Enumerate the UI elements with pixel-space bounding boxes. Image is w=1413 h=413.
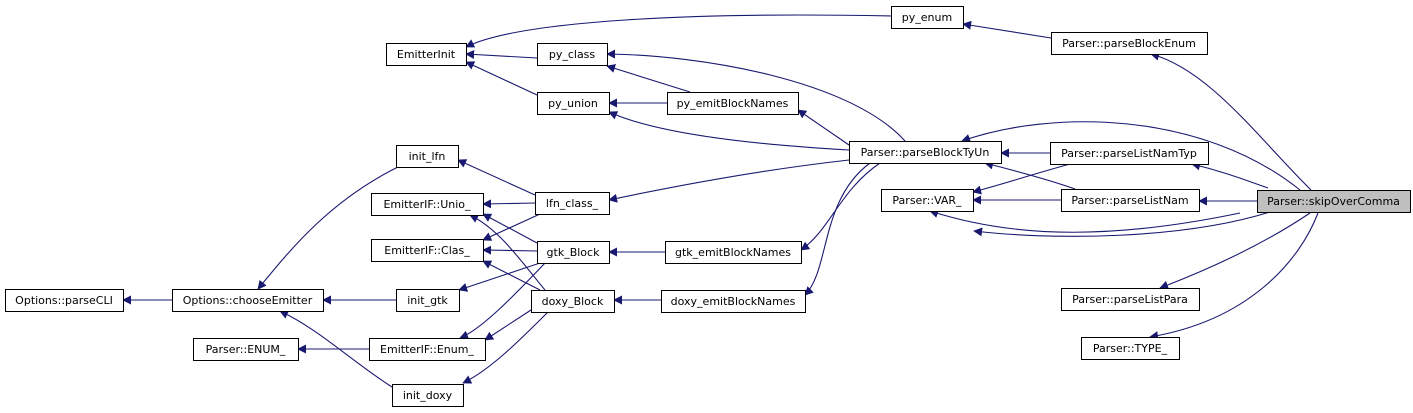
edge-py_emitBlockNames-to-py_class <box>606 64 691 93</box>
edge-init_lfn-to-chooseEmitter <box>257 165 401 290</box>
node-label: doxy_emitBlockNames <box>671 295 796 308</box>
node-chooseemitter[interactable]: Options::chooseEmitter <box>172 289 324 312</box>
edge-py_enum-to-EmitterInit <box>465 14 892 48</box>
node-gtk-emitblocknames[interactable]: gtk_emitBlockNames <box>665 241 802 264</box>
edge-skipOverComma-to-VAR_ <box>929 209 1271 237</box>
node-label: Parser::ENUM_ <box>206 343 286 356</box>
edge-skipOverComma-to-parseBlockTyUn <box>961 121 1301 191</box>
node-type[interactable]: Parser::TYPE_ <box>1081 337 1180 360</box>
edge-gtk_Block-to-init_gtk <box>458 262 541 292</box>
node-parseblocktyun[interactable]: Parser::parseBlockTyUn <box>849 141 1002 164</box>
edge-lfn_class_-to-EmitterIF_Clas_ <box>482 213 541 241</box>
edge-skipOverComma-to-parseBlockEnum <box>1150 51 1312 191</box>
node-doxy-block[interactable]: doxy_Block <box>531 290 615 313</box>
edge-parseListNamTyp-to-VAR_ <box>972 163 1071 195</box>
node-label: Parser::parseListNam <box>1071 194 1188 207</box>
edges-layer <box>122 14 1319 388</box>
node-parselistpara[interactable]: Parser::parseListPara <box>1061 288 1200 311</box>
node-enum[interactable]: Parser::ENUM_ <box>193 338 299 361</box>
node-parselistnam[interactable]: Parser::parseListNam <box>1061 189 1200 212</box>
node-py-union[interactable]: py_union <box>537 92 610 115</box>
edge-gtk_Block-to-EmitterIF_Enum_ <box>459 262 546 340</box>
node-init-lfn[interactable]: init_lfn <box>396 145 459 168</box>
edge-doxy_Block-to-init_doxy <box>462 311 549 384</box>
edge-gtk_Block-to-EmitterIF_Clas_ <box>482 245 538 255</box>
node-init-doxy[interactable]: init_doxy <box>392 384 464 407</box>
node-label: doxy_Block <box>542 295 604 308</box>
edge-init_doxy-to-chooseEmitter <box>279 310 393 388</box>
edge-parseBlockTyUn-to-lfn_class_ <box>608 159 850 203</box>
node-emitterif-clas[interactable]: EmitterIF::Clas_ <box>371 239 484 262</box>
node-label: EmitterInit <box>397 48 456 61</box>
edge-parseBlockTyUn-to-doxy_emitBlockNames <box>804 162 871 296</box>
edge-doxy_Block-to-EmitterIF_Clas_ <box>482 260 541 291</box>
node-skipovercomma[interactable]: Parser::skipOverComma <box>1257 190 1411 213</box>
edge-py_class-to-EmitterInit <box>465 49 538 59</box>
edge-parseBlockTyUn-to-py_class <box>606 49 906 142</box>
node-lfn-class[interactable]: lfn_class_ <box>535 192 610 215</box>
node-parseblockenum[interactable]: Parser::parseBlockEnum <box>1051 32 1208 55</box>
node-label: EmitterIF::Enum_ <box>380 343 474 356</box>
edge-doxy_Block-to-EmitterIF_Unio_ <box>469 214 546 291</box>
node-emitterinit[interactable]: EmitterInit <box>386 43 467 66</box>
node-label: py_class <box>549 48 596 61</box>
edge-lfn_class_-to-EmitterIF_Unio_ <box>482 199 536 209</box>
node-label: init_doxy <box>403 389 453 402</box>
node-label: Parser::TYPE_ <box>1093 342 1168 355</box>
node-label: init_gtk <box>407 294 448 307</box>
edge-parseListNam-to-parseBlockTyUn <box>984 160 1076 190</box>
node-label: Parser::parseBlockEnum <box>1062 37 1196 50</box>
edge-doxy_Block-to-EmitterIF_Enum_ <box>484 309 532 341</box>
node-label: init_lfn <box>409 150 446 163</box>
node-gtk-block[interactable]: gtk_Block <box>537 241 610 264</box>
node-label: gtk_Block <box>547 246 601 259</box>
node-parselistnamtyp[interactable]: Parser::parseListNamTyp <box>1050 142 1209 165</box>
node-label: Options::chooseEmitter <box>183 294 313 307</box>
nodes-layer: Parser::skipOverComma Parser::parseBlockE… <box>5 6 1411 407</box>
node-py-enum[interactable]: py_enum <box>891 6 964 29</box>
node-label: py_enum <box>902 11 952 24</box>
edge-parseBlockTyUn-to-gtk_emitBlockNames <box>800 162 881 251</box>
edge-lfn_class_-to-init_lfn <box>457 159 536 196</box>
node-label: gtk_emitBlockNames <box>675 246 791 259</box>
node-label: Parser::parseListNamTyp <box>1061 147 1197 160</box>
node-var[interactable]: Parser::VAR_ <box>881 189 974 212</box>
node-label: EmitterIF::Clas_ <box>384 244 470 257</box>
node-emitterif-enum[interactable]: EmitterIF::Enum_ <box>369 338 486 361</box>
node-label: Parser::skipOverComma <box>1267 195 1400 208</box>
node-label: py_union <box>548 97 598 110</box>
edge-skipOverComma-to-parseListNamTyp <box>1191 161 1269 189</box>
node-label: py_emitBlockNames <box>677 97 789 110</box>
node-emitterif-unio[interactable]: EmitterIF::Unio_ <box>371 193 484 216</box>
edge-parseBlockTyUn-to-py_emitBlockNames <box>797 109 850 146</box>
node-label: lfn_class_ <box>546 197 599 210</box>
node-py-class[interactable]: py_class <box>537 43 608 66</box>
edge-skipOverComma-to-parseListPara <box>1159 212 1311 290</box>
edge-parseBlockEnum-to-py_enum <box>962 20 1052 39</box>
edge-gtk_Block-to-EmitterIF_Unio_ <box>482 213 538 244</box>
node-parsecli[interactable]: Options::parseCLI <box>5 289 124 312</box>
node-label: Parser::parseBlockTyUn <box>861 146 990 159</box>
node-label: Parser::parseListPara <box>1072 293 1188 306</box>
node-label: Parser::VAR_ <box>892 194 962 207</box>
edge-parseBlockTyUn-to-py_union <box>608 111 850 151</box>
node-py-emitblocknames[interactable]: py_emitBlockNames <box>667 92 799 115</box>
edge-py_union-to-EmitterInit <box>465 61 538 96</box>
node-init-gtk[interactable]: init_gtk <box>396 289 460 312</box>
edge-skipOverComma-to-TYPE_ <box>1149 212 1319 341</box>
node-doxy-emitblocknames[interactable]: doxy_emitBlockNames <box>661 290 806 313</box>
node-label: Options::parseCLI <box>15 294 113 307</box>
node-label: EmitterIF::Unio_ <box>383 198 471 211</box>
